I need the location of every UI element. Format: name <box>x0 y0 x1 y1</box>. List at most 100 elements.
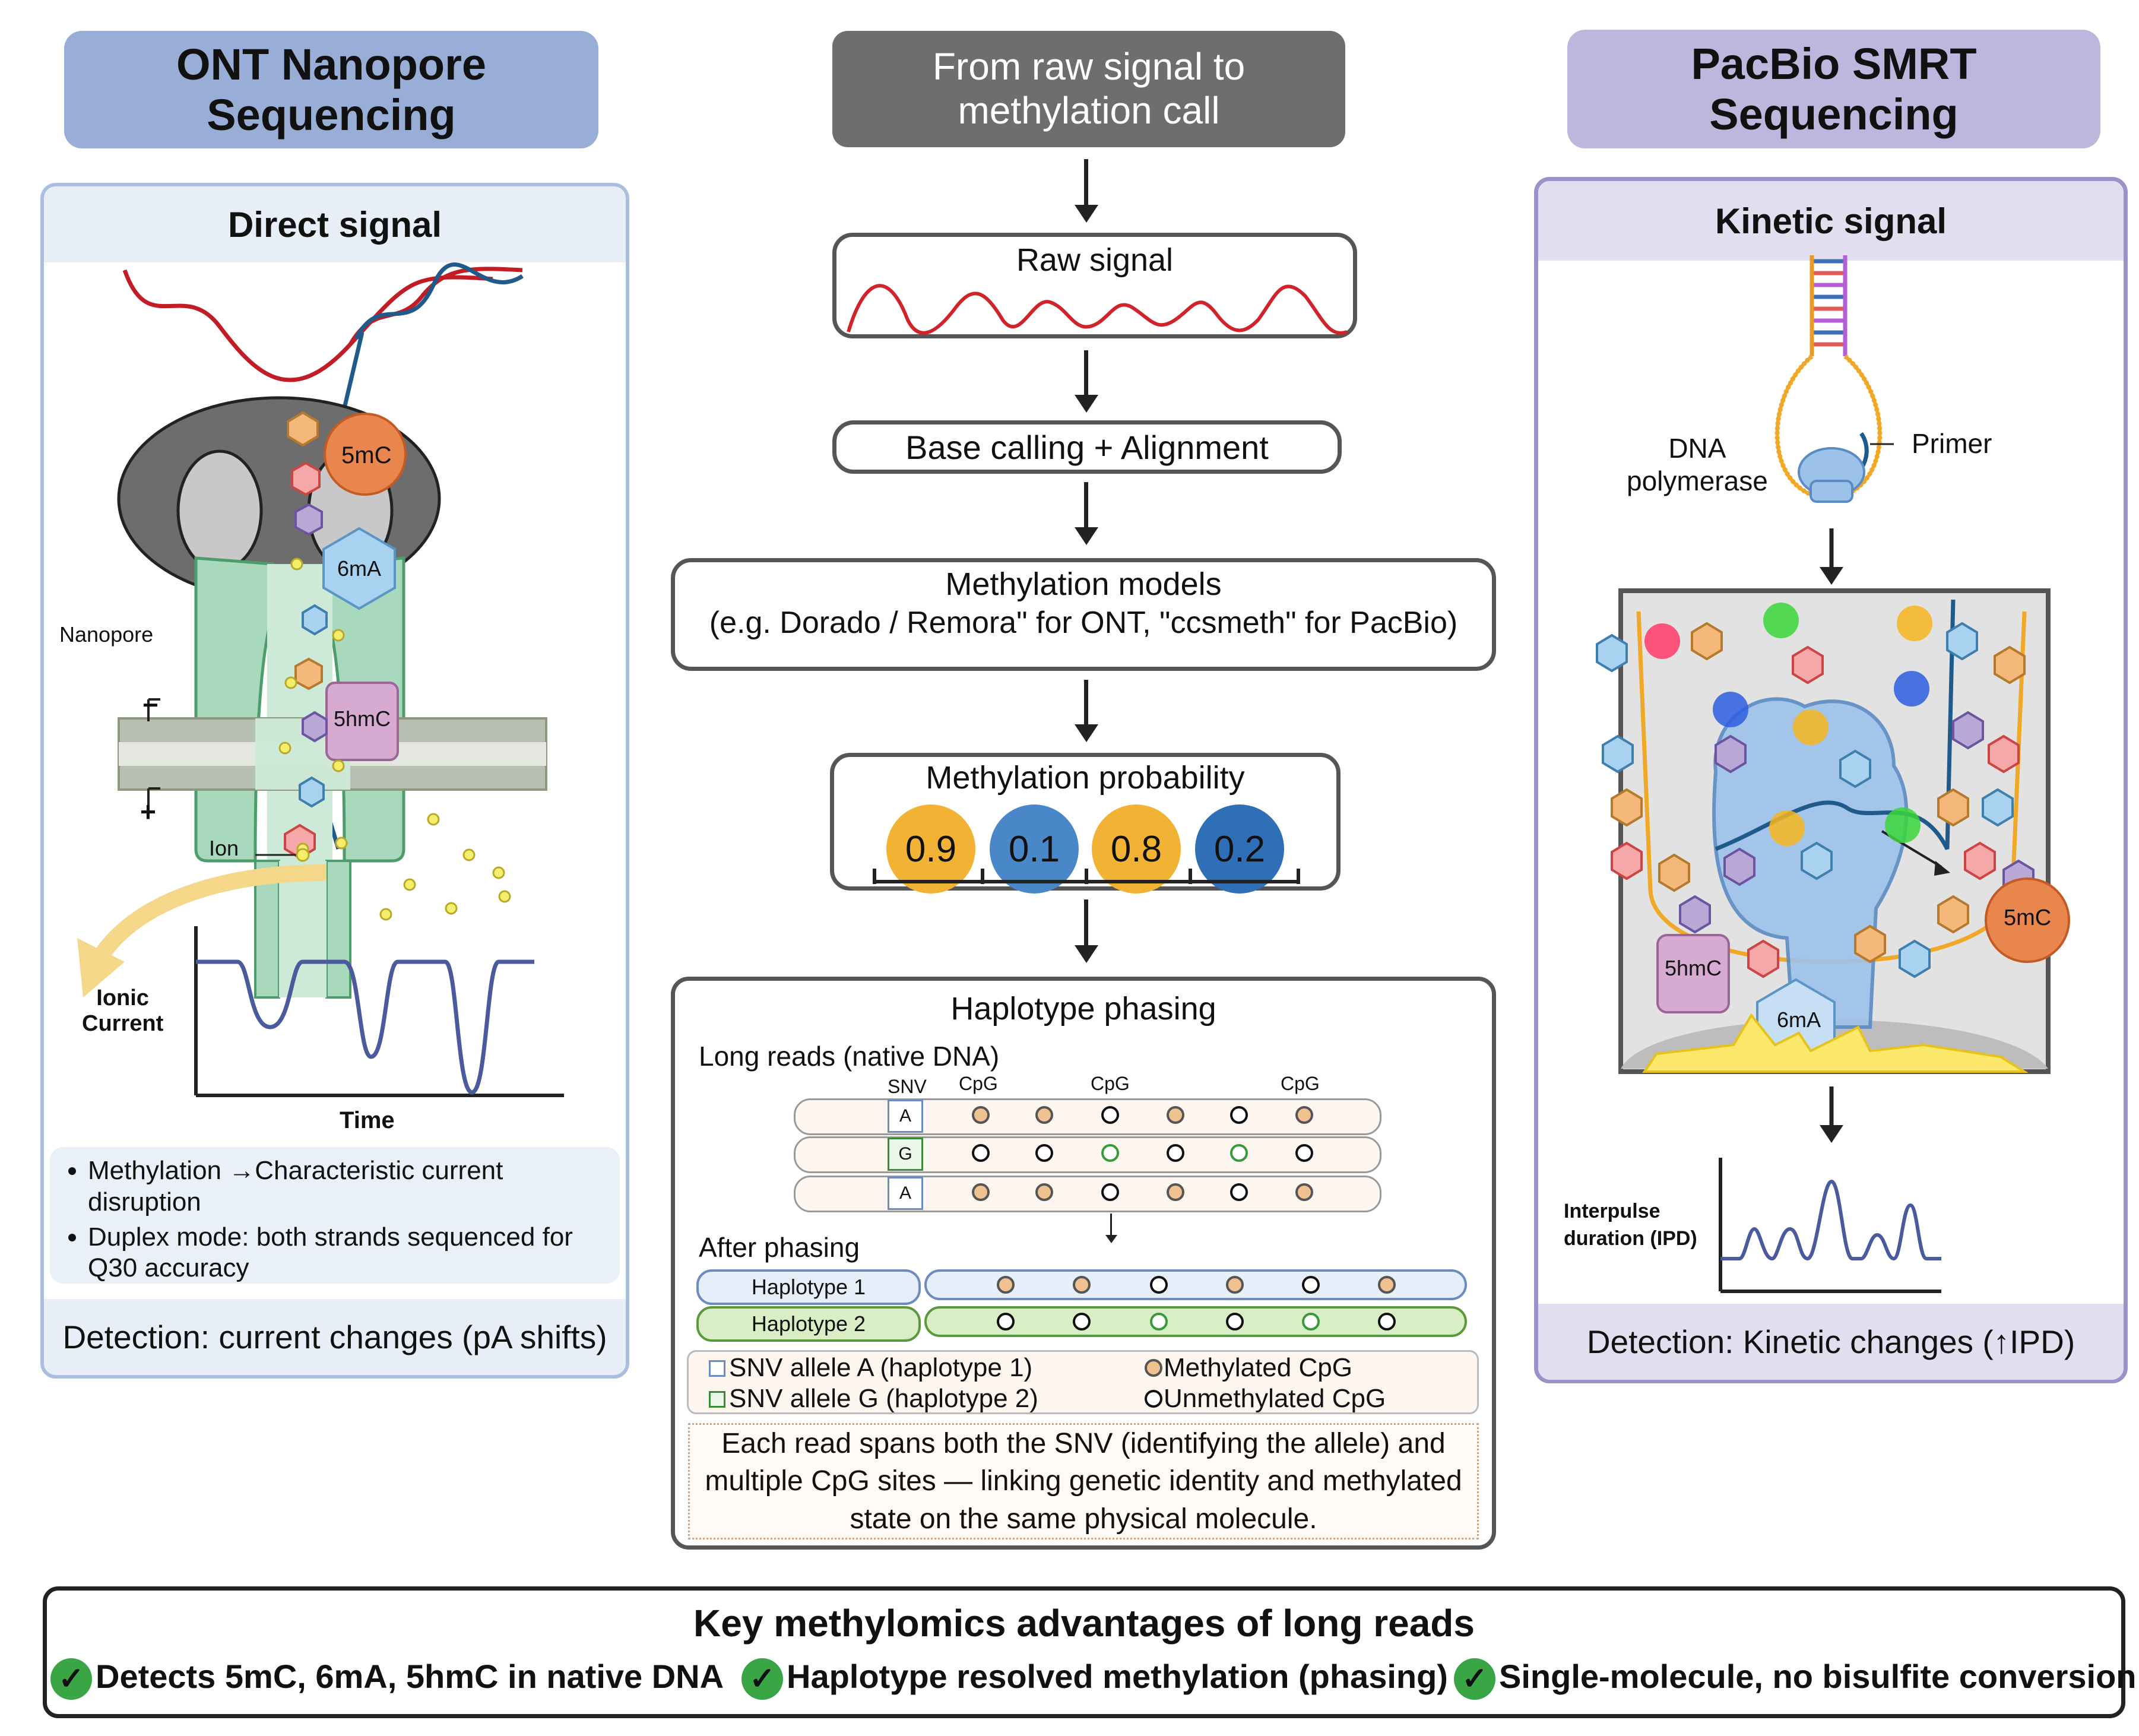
legend-snv-a-swatch <box>709 1360 725 1377</box>
phasing-note: Each read spans both the SNV (identifyin… <box>688 1423 1479 1539</box>
cpg-methylated <box>1226 1276 1244 1294</box>
cpg-unmethylated <box>1073 1313 1091 1330</box>
pacbio-detection: Detection: Kinetic changes (↑IPD) <box>1538 1304 2124 1380</box>
ont-bullet-2: Duplex mode: both strands sequenced for … <box>88 1222 620 1285</box>
advantages-box: Key methylomics advantages of long reads… <box>43 1586 2137 1718</box>
haplotype-2-row <box>924 1306 1467 1337</box>
label-5hmc-ont: 5hmC <box>333 707 391 731</box>
legend-methylated: Methylated CpG <box>1164 1353 1352 1382</box>
prob-value-1: 0.9 <box>886 804 975 894</box>
raw-signal-wave <box>847 284 1348 335</box>
read-3-snv: A <box>888 1177 923 1210</box>
check-icon: ✓ <box>741 1658 783 1700</box>
smrt-illustration <box>1596 255 2070 1293</box>
label-plus: + <box>140 796 156 827</box>
prob-value-2: 0.1 <box>990 804 1079 894</box>
cpg-unmethylated <box>1230 1183 1248 1201</box>
cpg-methylated <box>1378 1276 1396 1294</box>
methylation-probability-box: Methylation probability 0.9 0.1 0.8 0.2 <box>830 753 1341 894</box>
check-icon: ✓ <box>50 1658 92 1700</box>
base-calling-box: Base calling + Alignment <box>832 420 1342 474</box>
legend-methylated-swatch <box>1145 1359 1162 1377</box>
label-6ma-pacbio: 6mA <box>1776 1008 1821 1032</box>
advantage-item-2: ✓Haplotype resolved methylation (phasing… <box>741 1657 1448 1700</box>
advantage-text-2: Haplotype resolved methylation (phasing) <box>787 1658 1448 1695</box>
haplotype-2-label: Haplotype 2 <box>696 1306 921 1342</box>
cpg-col-label-1: CpG <box>959 1073 998 1094</box>
advantage-item-3: ✓Single-molecule, no bisulfite conversio… <box>1454 1657 2137 1700</box>
snv-col-label: SNV <box>888 1076 927 1097</box>
cpg-methylated <box>972 1183 990 1201</box>
legend-snv-g: SNV allele G (haplotype 2) <box>729 1384 1038 1413</box>
cpg-unmethylated <box>1101 1106 1119 1124</box>
cpg-methylated <box>1167 1106 1184 1124</box>
haplotype-1-row <box>924 1269 1467 1300</box>
legend-unmethylated: Unmethylated CpG <box>1164 1384 1386 1413</box>
nanopore-illustration <box>77 262 564 1097</box>
label-primer: Primer <box>1912 428 1992 459</box>
after-phasing-label: After phasing <box>699 1232 860 1263</box>
label-6ma-ont: 6mA <box>337 556 382 581</box>
cpg-col-label-2: CpG <box>1091 1073 1130 1094</box>
cpg-methylated <box>1073 1276 1091 1294</box>
phasing-title: Haplotype phasing <box>950 991 1216 1027</box>
label-time: Time <box>340 1107 395 1133</box>
advantage-item-1: ✓Detects 5mC, 6mA, 5hmC in native DNA <box>50 1657 724 1700</box>
cpg-unmethylated <box>997 1313 1015 1330</box>
cpg-methylated <box>997 1276 1015 1294</box>
ont-panel-title: Direct signal <box>44 186 626 262</box>
read-row-2 <box>794 1136 1381 1173</box>
read-1-snv: A <box>888 1100 923 1133</box>
advantage-text-1: Detects 5mC, 6mA, 5hmC in native DNA <box>96 1658 724 1695</box>
methylation-models-box: Methylation models (e.g. Dorado / Remora… <box>671 558 1496 671</box>
prob-value-4: 0.2 <box>1195 804 1284 894</box>
label-5mc-ont: 5mC <box>341 442 392 468</box>
read-row-1 <box>794 1098 1381 1135</box>
raw-signal-box: Raw signal <box>832 233 1357 338</box>
cpg-methylated <box>1167 1183 1184 1201</box>
cpg-methylated <box>1035 1106 1053 1124</box>
pacbio-panel-title: Kinetic signal <box>1538 181 2124 261</box>
cpg-methylated <box>1295 1183 1313 1201</box>
cpg-unmethylated <box>1035 1144 1053 1162</box>
models-title: Methylation models <box>945 566 1222 602</box>
cpg-unmethylated <box>1226 1313 1244 1330</box>
cpg-unmethylated <box>1101 1144 1119 1162</box>
cpg-unmethylated <box>1167 1144 1184 1162</box>
prob-title: Methylation probability <box>926 760 1245 796</box>
cpg-unmethylated <box>1101 1183 1119 1201</box>
models-subtitle: (e.g. Dorado / Remora" for ONT, "ccsmeth… <box>709 606 1458 640</box>
label-ionic-current: Ionic Current <box>82 986 164 1036</box>
cpg-unmethylated <box>1295 1144 1313 1162</box>
read-2-snv: G <box>888 1138 923 1171</box>
haplotype-phasing-box: Haplotype phasing Long reads (native DNA… <box>671 977 1496 1550</box>
check-icon: ✓ <box>1454 1658 1495 1700</box>
legend-snv-g-swatch <box>709 1391 725 1408</box>
legend-snv-a: SNV allele A (haplotype 1) <box>729 1353 1033 1382</box>
long-reads-label: Long reads (native DNA) <box>699 1041 1000 1072</box>
cpg-methylated <box>1295 1106 1313 1124</box>
raw-signal-label: Raw signal <box>1016 242 1174 278</box>
cpg-unmethylated <box>1378 1313 1396 1330</box>
ont-bullet-1: Methylation →Characteristic current disr… <box>88 1155 620 1218</box>
cpg-methylated <box>1035 1183 1053 1201</box>
read-row-3 <box>794 1176 1381 1212</box>
cpg-col-label-3: CpG <box>1281 1073 1320 1094</box>
cpg-unmethylated <box>1230 1106 1248 1124</box>
pacbio-header: PacBio SMRT Sequencing <box>1567 30 2100 148</box>
cpg-methylated <box>972 1106 990 1124</box>
phasing-legend: SNV allele A (haplotype 1) SNV allele G … <box>687 1350 1479 1414</box>
ont-bullets: Methylation →Characteristic current disr… <box>50 1147 620 1284</box>
label-dna-polymerase: DNA polymerase <box>1627 433 1768 497</box>
label-nanopore: Nanopore <box>59 622 154 647</box>
haplotype-1-label: Haplotype 1 <box>696 1269 921 1305</box>
label-minus: − <box>142 689 159 720</box>
ont-header: ONT Nanopore Sequencing <box>64 31 598 148</box>
cpg-unmethylated <box>1150 1276 1168 1294</box>
ont-detection: Detection: current changes (pA shifts) <box>44 1299 626 1375</box>
pipeline-header: From raw signal to methylation call <box>832 31 1345 147</box>
legend-unmethylated-swatch <box>1145 1390 1162 1408</box>
advantages-title: Key methylomics advantages of long reads <box>693 1602 1475 1645</box>
cpg-unmethylated <box>1302 1276 1320 1294</box>
label-ion: Ion <box>209 836 239 860</box>
